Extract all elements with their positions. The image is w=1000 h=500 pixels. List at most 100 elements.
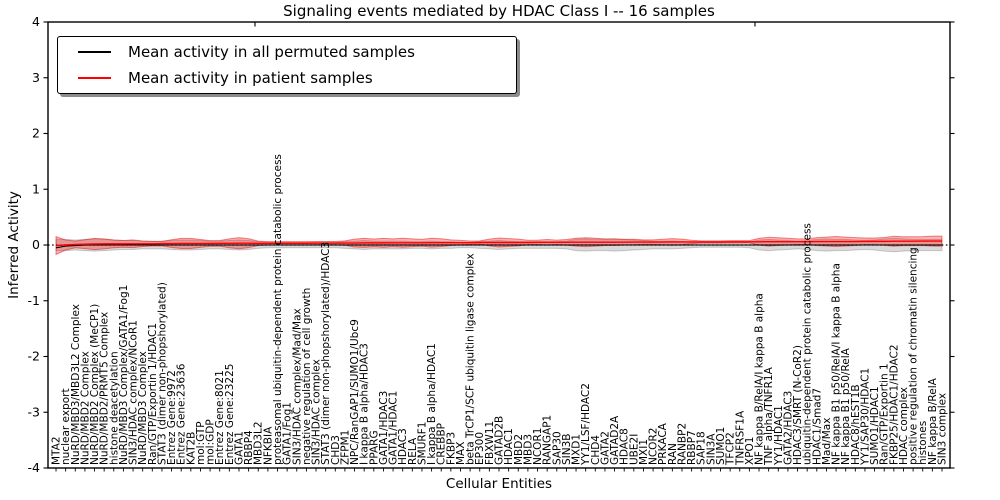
x-tick-label: GATA1/HDAC1 [388,391,400,465]
x-tick-label: GATAD2B [494,416,506,465]
x-tick-label: PPARG [368,430,380,465]
x-tick-label: GATA2 [599,431,611,465]
x-tick-label: ubiquitin-dependent protein catabolic pr… [802,223,814,465]
x-tick-label: Entrez Gene:8021 [214,370,226,465]
x-tick-label: NCOR1 [532,428,544,465]
x-tick-label: I kappa B alpha/HDAC1 [426,343,438,465]
x-tick-label: GATA1/HDAC3 [378,391,390,465]
x-tick-label: HDAC3 [397,428,409,465]
x-tick-label: KAT2B [185,432,197,465]
x-tick-label: SIN3A [705,433,717,465]
x-tick-label: nuclear export [60,388,72,465]
x-tick-label: TNFRSF1A [734,410,746,466]
x-tick-label: FKBP3 [445,432,457,465]
x-tick-label: YY1/LSF/HDAC2 [580,383,592,466]
x-tick-label: GATAD2A [609,415,621,465]
legend-line-black-icon [78,51,111,54]
x-tick-label: Entrez Gene:9972 [166,370,178,465]
x-tick-label: Entrez Gene:23225 [224,364,236,465]
x-tick-label: GATA1 [234,431,246,465]
x-tick-label: FKBP25/HDAC1/HDAC2 [888,344,900,465]
x-tick-label: mol:GTP [195,421,207,465]
x-tick-label: histones [917,421,929,465]
y-tick-label: 1 [32,181,40,196]
x-tick-label: CREBBP [436,423,448,465]
x-tick-label: HDAC8/hEST1B [850,384,862,465]
x-tick-label: positive regulation of chromatin silenci… [908,247,920,465]
y-tick-label: 0 [32,237,40,252]
x-tick-label: HDAC8 [619,428,631,465]
x-tick-label: ZFPM1 [339,430,351,465]
x-tick-label: I kappa B alpha/HDAC3 [359,343,371,465]
x-tick-label: HDAC1/Smad7 [811,388,823,465]
x-tick-label: NuRD/MBD3/MBD3L2 Complex [70,304,82,465]
x-tick-label: TNF alpha/TNFR1A [763,366,775,466]
x-tick-label: GATA2/HDAC3 [782,391,794,465]
x-tick-label: Entrez Gene:23636 [176,363,188,465]
x-tick-label: negative regulation of cell growth [301,288,313,465]
x-tick-label: TFCP2 [725,432,737,466]
x-tick-label: EP300 [474,432,486,465]
x-tick-label: NuRD/MBD2 Complex [79,351,91,465]
x-tick-label: HDAC1 [503,428,515,465]
x-tick-label: Ran/GTP/Exportin 1 [879,363,891,465]
x-tick-label: NPC/RanGAP1/SUMO1/Ubc9 [349,319,361,465]
x-tick-label: SAP30 [551,431,563,465]
y-tick-label: -4 [28,460,41,475]
x-tick-label: MXD1 [571,434,583,465]
x-tick-label: RBBP7 [686,430,698,465]
x-tick-label: CHD3 [330,435,342,465]
x-tick-label: PRKACA [657,422,669,465]
x-tick-label: RBBP4 [243,430,255,465]
permuted-mean-line [55,244,942,249]
x-tick-label: SIN3 complex [937,393,949,465]
y-tick-label: 3 [32,70,40,85]
x-tick-label: STAT3 (dimer non-phopshorylated)/HDAC3 [320,242,332,465]
x-tick-label: NuRD/MBD3 Complex/GATA1/Fog1 [118,285,130,465]
x-tick-label: NF kappa B/RelA/I kappa B alpha [754,293,766,465]
x-tick-label: SAP18 [696,431,708,465]
x-tick-label: MTA2 [51,436,63,465]
x-tick-label: SUMO1/HDAC1 [869,386,881,465]
x-tick-label: NF kappa B/RelA [927,377,939,465]
x-tick-label: SIN3B [561,434,573,466]
x-tick-label: SUMO1 [715,427,727,465]
x-tick-label: proteasomal ubiquitin-dependent protein … [272,154,284,465]
y-tick-label: -3 [28,404,40,419]
x-tick-label: NuRD/MBD2 Complex (MeCP1) [89,304,101,465]
x-tick-label: CHD4 [590,435,602,465]
legend-box: Mean activity in all permuted samples Me… [57,36,517,94]
x-tick-label: NFKBIA [262,426,274,465]
x-tick-label: UBE2I [628,434,640,465]
x-tick-label: histone deacetylation [108,351,120,465]
x-tick-label: SIN3/HDAC complex [311,359,323,465]
legend-item-permuted: Mean activity in all permuted samples [58,40,516,64]
legend-label-permuted: Mean activity in all permuted samples [128,43,415,62]
x-tick-label: mol:GDP [205,419,217,465]
x-tick-label: beta TrCP1/SCF ubiquitin ligase complex [465,253,477,465]
x-tick-label: YY1/SAP30/HDAC1 [860,368,872,466]
x-tick-label: RANBP2 [677,423,689,465]
y-axis-label: Inferred Activity [6,191,22,299]
x-tick-label: Mad/Max [821,418,833,465]
x-tick-label: MBD2 [513,434,525,465]
x-tick-label: SIN3/HDAC complex/Mad/Max [291,308,303,465]
x-tick-label: MBD3 [522,434,534,465]
x-tick-label: XPO1 [744,437,756,465]
x-tick-label: NF kappa B1 p50/RelA/I kappa B alpha [831,263,843,465]
x-tick-label: MBD3L2 [253,421,265,465]
x-tick-label: MXI1 [638,439,650,465]
x-tick-label: HDAC3/SMRT (N-CoR2) [792,345,804,465]
y-tick-label: -2 [28,349,40,364]
x-tick-label: Ran/GTP/Exportin 1/HDAC1 [147,323,159,465]
x-tick-label: NuRD/MBD3 Complex [137,351,149,465]
y-tick-label: 2 [32,126,40,141]
x-tick-label: NuRD/MBD2/PRMT5 Complex [99,312,111,465]
x-tick-label: HDAC complex [898,387,910,465]
x-tick-label: GATA1/Fog1 [282,402,294,465]
y-tick-label: -1 [28,293,40,308]
chart-title: Signaling events mediated by HDAC Class … [283,2,715,20]
x-tick-label: RANGAP1 [542,415,554,465]
